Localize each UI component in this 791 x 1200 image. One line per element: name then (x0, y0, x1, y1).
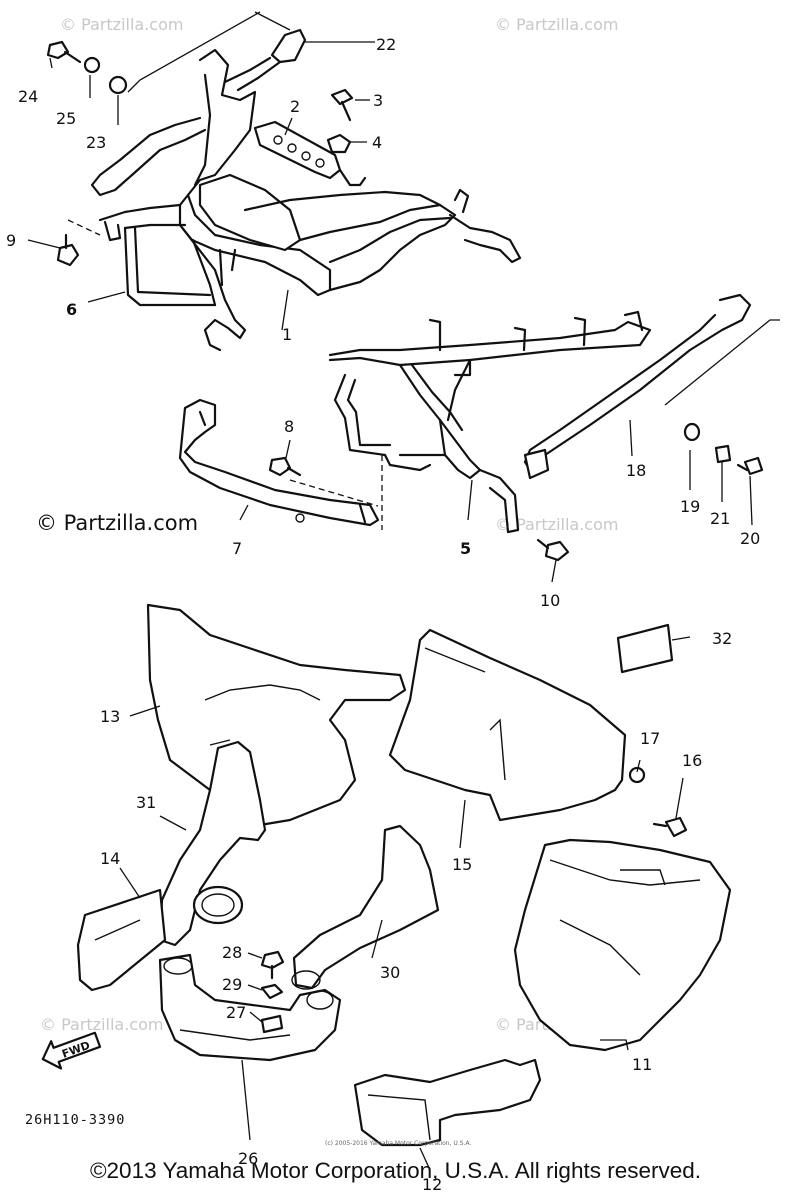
callout-3: 3 (373, 91, 383, 110)
callout-29: 29 (222, 975, 242, 994)
watermark-main: © Partzilla.com (36, 511, 198, 535)
part-2-bracket (253, 120, 367, 187)
callout-16: 16 (682, 751, 702, 770)
callout-8: 8 (284, 417, 294, 436)
callout-7: 7 (232, 539, 242, 558)
callout-18: 18 (626, 461, 646, 480)
dash-line-9 (67, 219, 101, 236)
part-32-pad (616, 623, 674, 674)
callout-12: 12 (422, 1175, 442, 1194)
callout-19: 19 (680, 497, 700, 516)
callout-30: 30 (380, 963, 400, 982)
leader-lines (27, 41, 753, 1171)
callout-23: 23 (86, 133, 106, 152)
part-5-rear-frame (328, 310, 652, 534)
hardware-27-28-29 (260, 950, 285, 1034)
bracket-line-22a (254, 11, 291, 31)
part-14-small-duct (76, 888, 167, 992)
callout-31: 31 (136, 793, 156, 812)
callout-4: 4 (372, 133, 382, 152)
callout-28: 28 (222, 943, 242, 962)
part-13-left-cover (146, 603, 407, 827)
watermark-mid-right: © Partzilla.com (495, 515, 618, 534)
callout-13: 13 (100, 707, 120, 726)
callout-2: 2 (290, 97, 300, 116)
part-11-right-cover (513, 838, 732, 1052)
watermark-bottom-left: © Partzilla.com (40, 1015, 163, 1034)
callout-1: 1 (282, 325, 292, 344)
bracket-line-22b (127, 11, 261, 93)
part-26-duct (158, 953, 342, 1062)
callout-14: 14 (100, 849, 120, 868)
small-copyright: (c) 2005-2016 Yamaha Motor Corporation, … (325, 1140, 471, 1147)
part-12-duct (353, 1058, 542, 1147)
hardware-mid (268, 422, 764, 562)
callout-22: 22 (376, 35, 396, 54)
copyright-footer: ©2013 Yamaha Motor Corporation, U.S.A. A… (89, 1158, 702, 1183)
callout-21: 21 (710, 509, 730, 528)
callout-26: 26 (238, 1149, 258, 1168)
callout-20: 20 (740, 529, 760, 548)
part-31-duct (158, 740, 267, 947)
part-18-stay (523, 293, 752, 480)
callout-17: 17 (640, 729, 660, 748)
part-15-cover (388, 628, 627, 822)
bracket-line-18 (664, 319, 780, 406)
part-1-front-frame (98, 48, 522, 352)
callout-15: 15 (452, 855, 472, 874)
callout-9: 9 (6, 231, 16, 250)
hardware-top (46, 40, 354, 267)
callout-25: 25 (56, 109, 76, 128)
hardware-16-17 (628, 766, 688, 838)
part-7-bracket (178, 398, 380, 527)
part-6-left-subframe (123, 223, 217, 307)
callout-5: 5 (460, 539, 471, 558)
callout-27: 27 (226, 1003, 246, 1022)
watermark-top-right: © Partzilla.com (495, 15, 618, 34)
callout-11: 11 (632, 1055, 652, 1074)
fwd-label: FWD (60, 1039, 91, 1061)
callout-6: 6 (66, 300, 77, 319)
reference-code: 26H110-3390 (25, 1112, 125, 1128)
watermark-top-left: © Partzilla.com (60, 15, 183, 34)
callout-32: 32 (712, 629, 732, 648)
part-30-duct (291, 824, 440, 990)
callout-10: 10 (540, 591, 560, 610)
callout-24: 24 (18, 87, 38, 106)
part-22-stay (90, 28, 307, 197)
callout-labels: 1 2 3 4 5 6 7 8 9 10 11 12 13 14 15 16 1… (6, 35, 760, 1194)
dash-line-8 (289, 479, 379, 507)
